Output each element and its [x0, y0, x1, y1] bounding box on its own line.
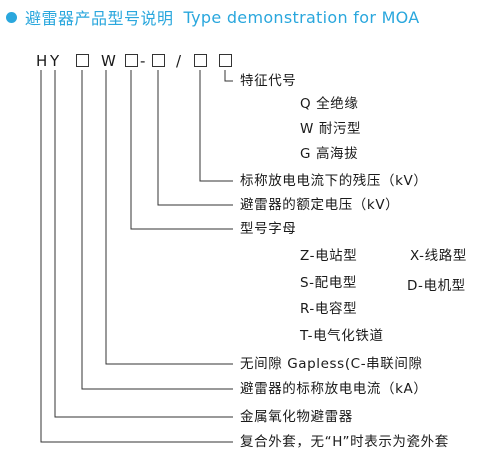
- label-feature-g: G 高海拔: [300, 146, 359, 162]
- label-composite: 复合外套，无“H”时表示为瓷外套: [240, 434, 449, 450]
- code-box-1: [76, 54, 89, 67]
- label-gapless: 无间隙 Gapless(C-串联间隙: [240, 356, 423, 372]
- label-feature-q: Q 全绝缘: [300, 96, 359, 112]
- title-en: Type demonstration for MOA: [183, 7, 420, 27]
- label-discharge-current: 避雷器的标称放电电流（kA）: [240, 381, 428, 397]
- code-w: W: [101, 52, 116, 70]
- code-box-3: [152, 54, 165, 67]
- connector-box-4: [199, 70, 233, 182]
- label-residual-voltage: 标称放电电流下的残压（kV）: [240, 173, 428, 189]
- label-type-s: S-配电型: [300, 275, 357, 291]
- code-h: H: [36, 52, 48, 70]
- label-type-z: Z-电站型: [300, 248, 358, 264]
- title-cn: 避雷器产品型号说明: [25, 9, 174, 28]
- connector-y: [54, 70, 233, 418]
- label-type-x: X-线路型: [410, 248, 467, 264]
- code-box-5: [219, 54, 232, 67]
- code-box-2: [125, 54, 138, 67]
- connector-box-2: [130, 70, 233, 230]
- label-type-letter: 型号字母: [240, 221, 297, 237]
- code-box-4: [194, 54, 207, 67]
- code-slash: /: [176, 52, 182, 70]
- label-type-r: R-电容型: [300, 301, 358, 317]
- code-y: Y: [50, 52, 60, 70]
- label-metal-oxide: 金属氧化物避雷器: [240, 409, 353, 425]
- label-feature-code: 特征代号: [240, 73, 297, 89]
- connector-box-3: [157, 70, 233, 206]
- connector-box-5: [224, 70, 233, 82]
- connector-box-1: [81, 70, 233, 390]
- label-type-d: D-电机型: [407, 278, 466, 294]
- connector-w: [105, 70, 233, 365]
- label-feature-w: W 耐污型: [300, 121, 362, 137]
- label-rated-voltage: 避雷器的额定电压（kV）: [240, 197, 400, 213]
- code-dash: -: [140, 52, 146, 70]
- label-type-t: T-电气化铁道: [300, 328, 384, 344]
- header: 避雷器产品型号说明 Type demonstration for MOA: [6, 4, 420, 30]
- connector-h: [40, 70, 233, 443]
- bullet-icon: [6, 11, 17, 23]
